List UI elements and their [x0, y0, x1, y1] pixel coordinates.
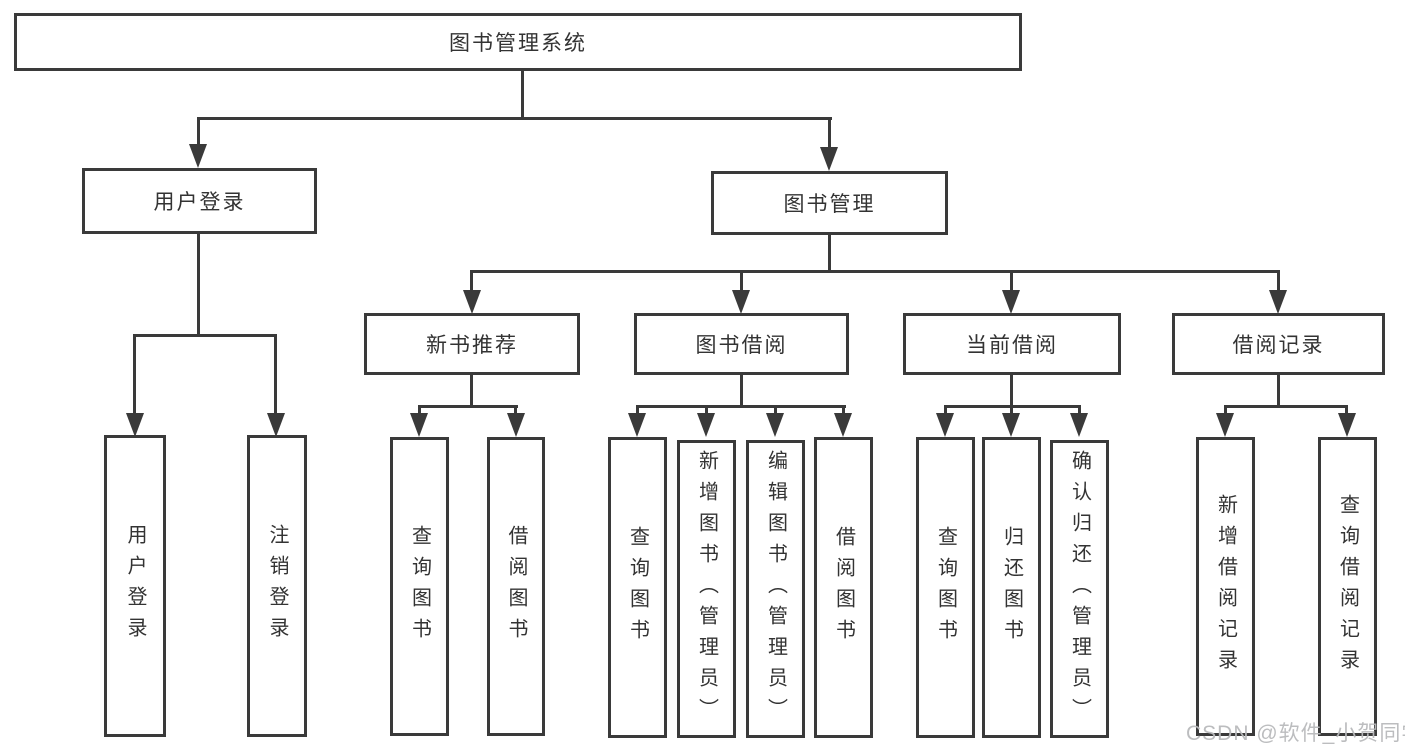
- connector-user-login-stub: [197, 117, 200, 146]
- leaf-user-login-label: 用户登录: [124, 524, 146, 648]
- leaf-edit-books-admin-box: 编辑图书（管理员）: [746, 440, 805, 738]
- connector-leaf-stub: [133, 334, 136, 414]
- module-book-borrow-box: 图书借阅: [634, 313, 849, 375]
- module-book-borrow-label: 图书借阅: [695, 334, 788, 357]
- leaf-add-borrow-record-box: 新增借阅记录: [1196, 437, 1255, 736]
- connector-leaf-stub: [274, 334, 277, 414]
- arrowhead-down-icon: [820, 147, 838, 171]
- arrowhead-down-icon: [507, 413, 525, 437]
- connector-borrow-records-split: [1224, 405, 1348, 408]
- connector-leaf-stub: [774, 405, 777, 415]
- leaf-query-books-current-box: 查询图书: [916, 437, 975, 738]
- connector-book-borrow-vertical: [740, 375, 743, 408]
- arrowhead-down-icon: [1338, 413, 1356, 437]
- leaf-borrow-books-borrow-label: 借阅图书: [832, 525, 855, 650]
- arrowhead-down-icon: [189, 144, 207, 168]
- leaf-logout-label: 注销登录: [266, 524, 288, 648]
- connector-leaf-stub: [842, 405, 845, 415]
- module-borrow-records-label: 借阅记录: [1232, 334, 1325, 357]
- leaf-add-books-admin-label: 新增图书（管理员）: [695, 449, 718, 729]
- leaf-borrow-books-newbooks-box: 借阅图书: [487, 437, 545, 736]
- connector-leaf-stub: [944, 405, 947, 415]
- connector-leaf-stub: [1224, 405, 1227, 415]
- connector-book-borrow-split: [636, 405, 846, 408]
- leaf-query-books-borrow-box: 查询图书: [608, 437, 667, 738]
- connector-leaf-stub: [1010, 405, 1013, 415]
- connector-leaf-stub: [1078, 405, 1081, 415]
- leaf-borrow-books-borrow-box: 借阅图书: [814, 437, 873, 738]
- connector-level2-horizontal: [197, 117, 832, 120]
- connector-leaf-stub: [418, 405, 421, 415]
- connector-module-stub: [1277, 270, 1280, 293]
- arrowhead-down-icon: [1070, 413, 1088, 437]
- module-borrow-records-box: 借阅记录: [1172, 313, 1385, 375]
- connector-root-vertical: [521, 70, 524, 119]
- connector-module-stub: [470, 270, 473, 293]
- leaf-add-borrow-record-label: 新增借阅记录: [1214, 493, 1237, 680]
- leaf-user-login-box: 用户登录: [104, 435, 166, 737]
- arrowhead-down-icon: [410, 413, 428, 437]
- connector-leaf-stub: [705, 405, 708, 415]
- connector-module-stub: [740, 270, 743, 293]
- connector-new-books-split: [418, 405, 518, 408]
- arrowhead-down-icon: [936, 413, 954, 437]
- arrowhead-down-icon: [267, 413, 285, 437]
- arrowhead-down-icon: [732, 290, 750, 314]
- arrowhead-down-icon: [126, 413, 144, 437]
- leaf-logout-box: 注销登录: [247, 435, 307, 737]
- root-label: 图书管理系统: [449, 32, 587, 55]
- leaf-query-books-newbooks-box: 查询图书: [390, 437, 449, 736]
- connector-user-login-vertical: [197, 234, 200, 337]
- connector-book-mgmt-stub: [828, 117, 831, 149]
- branch-book-mgmt-box: 图书管理: [711, 171, 948, 235]
- module-new-books-box: 新书推荐: [364, 313, 580, 375]
- leaf-confirm-return-admin-box: 确认归还（管理员）: [1050, 440, 1109, 738]
- leaf-query-books-borrow-label: 查询图书: [626, 525, 649, 650]
- arrowhead-down-icon: [834, 413, 852, 437]
- connector-new-books-vertical: [470, 375, 473, 408]
- csdn-watermark: CSDN @软件_小贺同学: [1186, 722, 1405, 745]
- branch-user-login-box: 用户登录: [82, 168, 317, 234]
- arrowhead-down-icon: [1269, 290, 1287, 314]
- arrowhead-down-icon: [1002, 290, 1020, 314]
- connector-user-login-split: [133, 334, 277, 337]
- connector-level3-horizontal: [470, 270, 1279, 273]
- arrowhead-down-icon: [697, 413, 715, 437]
- leaf-query-books-current-label: 查询图书: [934, 525, 957, 650]
- leaf-query-borrow-record-label: 查询借阅记录: [1336, 493, 1359, 680]
- branch-user-login-label: 用户登录: [153, 191, 246, 214]
- leaf-query-borrow-record-box: 查询借阅记录: [1318, 437, 1377, 736]
- connector-leaf-stub: [1345, 405, 1348, 415]
- root-box: 图书管理系统: [14, 13, 1022, 71]
- module-current-borrow-box: 当前借阅: [903, 313, 1121, 375]
- arrowhead-down-icon: [628, 413, 646, 437]
- module-new-books-label: 新书推荐: [426, 334, 518, 357]
- arrowhead-down-icon: [1002, 413, 1020, 437]
- branch-book-mgmt-label: 图书管理: [783, 193, 876, 216]
- arrowhead-down-icon: [1216, 413, 1234, 437]
- connector-leaf-stub: [636, 405, 639, 415]
- connector-book-mgmt-vertical: [828, 235, 831, 273]
- leaf-return-books-label: 归还图书: [1000, 525, 1023, 650]
- connector-borrow-records-vertical: [1277, 375, 1280, 408]
- arrowhead-down-icon: [766, 413, 784, 437]
- connector-module-stub: [1010, 270, 1013, 293]
- connector-leaf-stub: [514, 405, 517, 415]
- arrowhead-down-icon: [463, 290, 481, 314]
- connector-current-borrow-vertical: [1010, 375, 1013, 408]
- leaf-query-books-newbooks-label: 查询图书: [408, 524, 431, 649]
- leaf-return-books-box: 归还图书: [982, 437, 1041, 738]
- leaf-borrow-books-newbooks-label: 借阅图书: [505, 524, 527, 649]
- leaf-confirm-return-admin-label: 确认归还（管理员）: [1068, 449, 1091, 729]
- leaf-edit-books-admin-label: 编辑图书（管理员）: [764, 449, 787, 729]
- module-current-borrow-label: 当前借阅: [966, 334, 1058, 357]
- leaf-add-books-admin-box: 新增图书（管理员）: [677, 440, 736, 738]
